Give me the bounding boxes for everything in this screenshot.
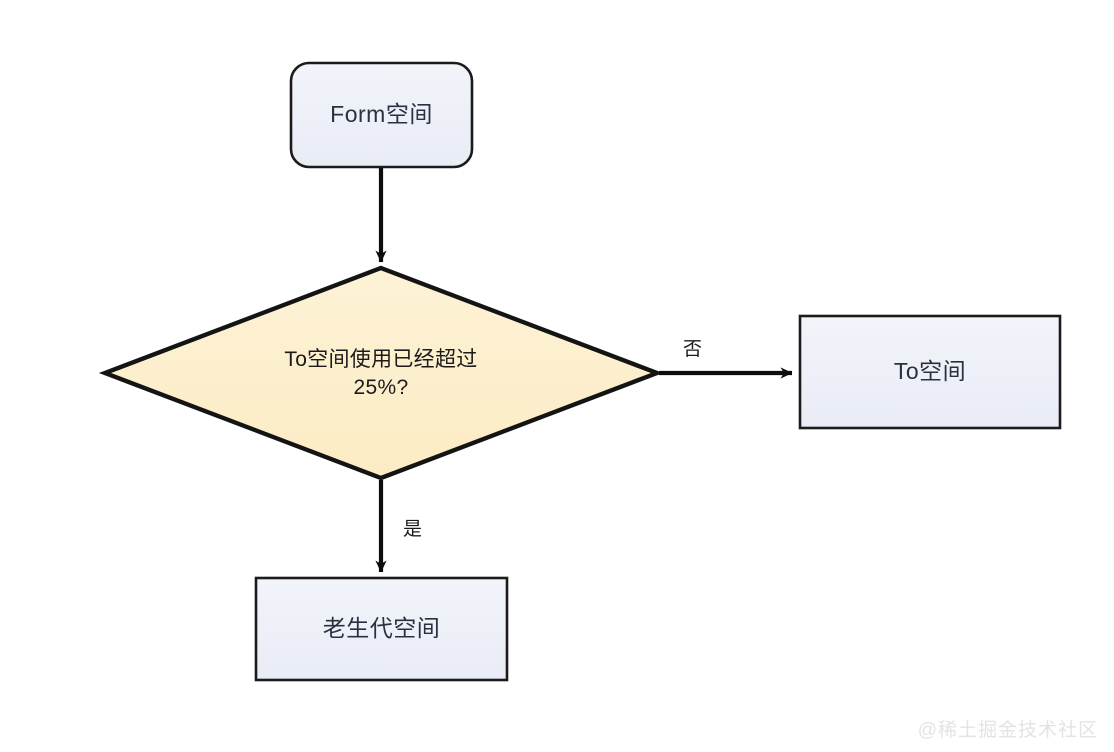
node-form-space-shape[interactable] [289,61,474,169]
node-to-space[interactable] [800,316,1060,428]
node-to-space-shape[interactable] [798,314,1062,430]
edge-label-yes: 是 [403,519,423,540]
edge-label-no: 否 [683,339,703,360]
node-form-space[interactable] [291,63,472,167]
node-old-generation-space[interactable] [256,578,507,680]
node-decision-to-space-usage[interactable] [105,268,657,478]
watermark: @稀土掘金技术社区 [917,720,1098,741]
node-decision-shape[interactable] [98,265,664,481]
node-old-generation-shape[interactable] [254,576,509,682]
